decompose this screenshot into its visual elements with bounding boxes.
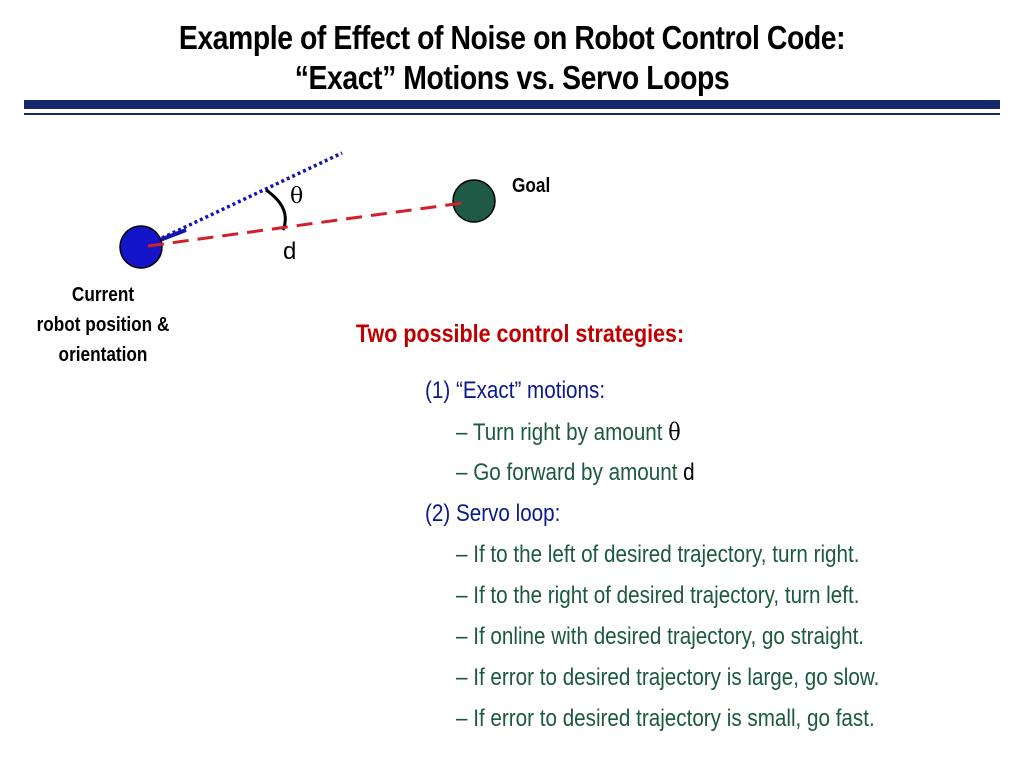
bullet-dash: –	[456, 582, 468, 609]
trajectory-dashed-line	[147, 200, 471, 248]
theta-arc	[265, 188, 287, 231]
bullet-dash: –	[456, 664, 468, 691]
bullet-text: If to the right of desired trajectory, t…	[473, 582, 860, 609]
title-line-1: Example of Effect of Noise on Robot Cont…	[178, 19, 846, 56]
heading-dotted-line	[161, 151, 343, 240]
strategies-heading: Two possible control strategies:	[356, 320, 685, 348]
bullet-dash: –	[456, 459, 468, 486]
bullet-text: If error to desired trajectory is large,…	[473, 664, 880, 691]
bullet-text: Go forward by amount	[473, 459, 684, 486]
bullet-dash: –	[456, 623, 468, 650]
bullet-text: Turn right by amount	[472, 419, 669, 446]
current-label-line-3: orientation	[58, 344, 148, 366]
theta-label: θ	[290, 184, 304, 209]
bullet-text: If to the left of desired trajectory, tu…	[473, 541, 860, 568]
title-rule-thin	[24, 113, 1000, 115]
servo-item: – If to the right of desired trajectory,…	[456, 582, 859, 610]
distance-label: d	[283, 238, 297, 265]
heading-stub-line	[159, 228, 187, 242]
slide-title: Example of Effect of Noise on Robot Cont…	[72, 18, 953, 98]
servo-item: – If error to desired trajectory is larg…	[456, 664, 879, 692]
exact-motions-label: (1) “Exact” motions:	[425, 377, 606, 404]
theta-symbol: θ	[668, 418, 681, 446]
exact-item-forward: – Go forward by amount d	[456, 459, 695, 487]
current-label-line-2: robot position &	[36, 314, 170, 336]
servo-item: – If online with desired trajectory, go …	[456, 623, 864, 651]
title-line-2: “Exact” Motions vs. Servo Loops	[294, 59, 730, 96]
goal-label: Goal	[512, 175, 551, 197]
current-label-line-1: Current	[71, 284, 135, 306]
bullet-dash: –	[456, 541, 468, 568]
bullet-text: If error to desired trajectory is small,…	[473, 705, 875, 732]
title-rule-thick	[24, 100, 1000, 109]
exact-item-turn: – Turn right by amount θ	[456, 418, 681, 447]
bullet-text: If online with desired trajectory, go st…	[473, 623, 865, 650]
bullet-dash: –	[456, 419, 468, 446]
servo-item: – If error to desired trajectory is smal…	[456, 705, 875, 733]
robot-circle	[119, 225, 163, 269]
servo-item: – If to the left of desired trajectory, …	[456, 541, 859, 569]
servo-loop-label: (2) Servo loop:	[425, 500, 561, 527]
goal-circle	[452, 179, 496, 223]
current-position-label: Current robot position & orientation	[23, 280, 183, 370]
bullet-dash: –	[456, 705, 468, 732]
d-symbol: d	[683, 459, 695, 486]
